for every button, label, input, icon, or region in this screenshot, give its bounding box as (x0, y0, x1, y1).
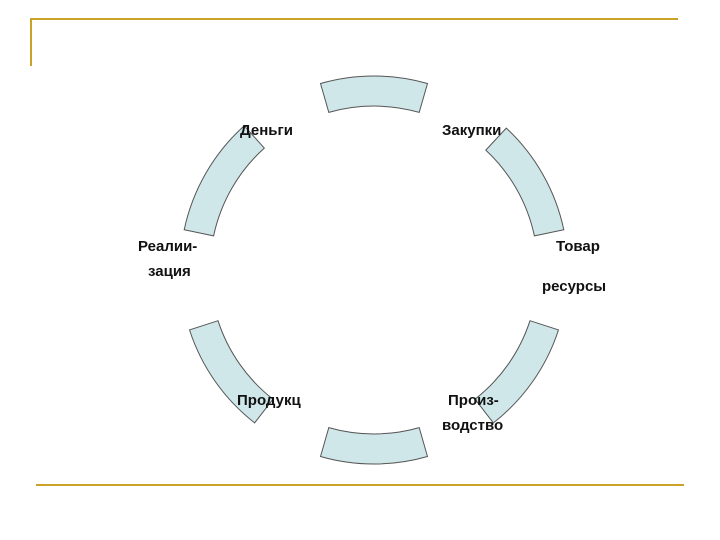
top-accent-line (30, 18, 678, 20)
ring-segment-top (319, 75, 429, 114)
stage-resources-label: ресурсы (542, 278, 607, 295)
stage-purchases-label: Закупки (442, 122, 502, 139)
stage-goods-label: Товар (556, 238, 600, 255)
ring-segment-lower-right (474, 320, 560, 424)
stage-production-label: Произ- водство (442, 392, 504, 434)
stage-product-label: Продукц (237, 392, 301, 409)
stage-sales-label: Реалии- зация (138, 238, 198, 280)
ring-segment-bottom (319, 426, 429, 465)
bottom-accent-line (36, 484, 684, 486)
ring-segment-lower-left (188, 320, 274, 424)
ring-segment-upper-left (183, 125, 266, 237)
left-accent-line (30, 18, 32, 66)
stage-money-label: Деньги (240, 122, 293, 139)
ring-segment-upper-right (485, 127, 565, 237)
